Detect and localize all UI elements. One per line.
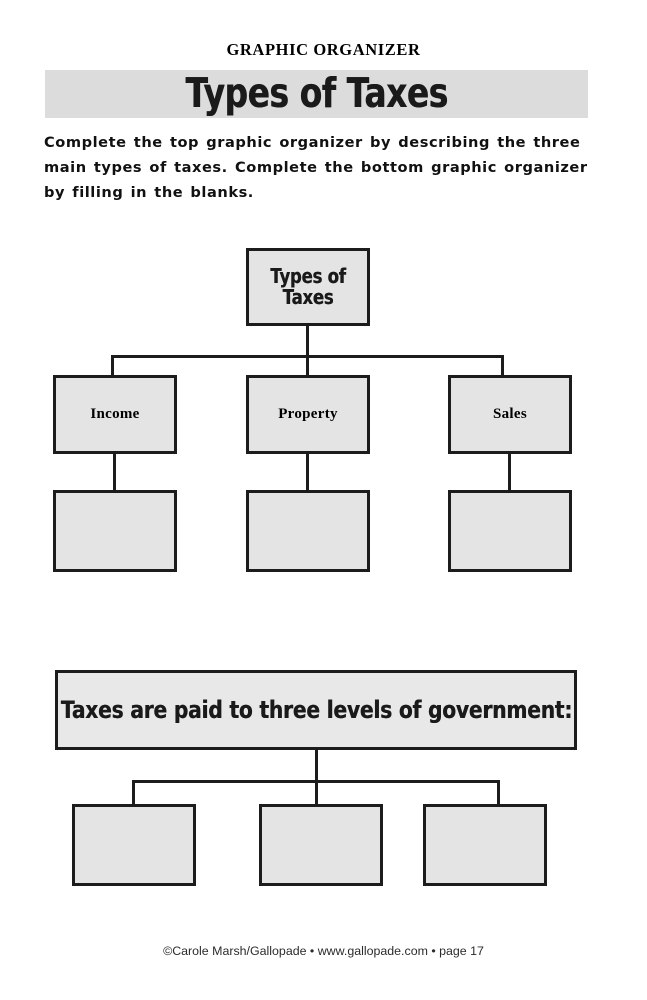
top-connector-answer-stem-1: [113, 454, 116, 490]
bottom-connector-drop-3: [497, 780, 500, 805]
top-organizer-branch-label-income: Income: [90, 406, 140, 422]
top-organizer-branch-label-sales: Sales: [492, 406, 527, 422]
top-connector-answer-stem-2: [306, 454, 309, 490]
top-connector-root-stem: [306, 326, 309, 357]
page-kicker: GRAPHIC ORGANIZER: [226, 40, 421, 59]
top-connector-drop-1: [111, 355, 114, 375]
top-organizer-branch-label-property: Property: [278, 406, 338, 422]
bottom-organizer-answer-box-3[interactable]: [423, 804, 547, 886]
title-banner: [45, 70, 588, 118]
top-organizer-answer-box-3[interactable]: [448, 490, 572, 572]
top-organizer-branch-box-income: Income: [53, 375, 177, 454]
top-organizer-root-label: Types of Taxes: [270, 263, 346, 309]
top-connector-drop-3: [501, 355, 504, 375]
top-organizer-branch-box-property: Property: [246, 375, 370, 454]
top-organizer-answer-box-1[interactable]: [53, 490, 177, 572]
bottom-organizer-answer-box-2[interactable]: [259, 804, 383, 886]
bottom-connector-drop-1: [132, 780, 135, 805]
top-connector-answer-stem-3: [508, 454, 511, 490]
top-organizer-branch-box-sales: Sales: [448, 375, 572, 454]
page-footer: ©Carole Marsh/Gallopade • www.gallopade.…: [163, 944, 484, 958]
bottom-connector-drop-2: [315, 780, 318, 805]
bottom-connector-root-stem: [315, 750, 318, 782]
bottom-organizer-header-box: Taxes are paid to three levels of govern…: [55, 670, 577, 750]
top-organizer-answer-box-2[interactable]: [246, 490, 370, 572]
top-connector-drop-2: [306, 355, 309, 375]
page-title: Types of Taxes: [185, 68, 448, 117]
instructions-text: Complete the top graphic organizer by de…: [44, 134, 588, 202]
top-organizer-root-box: Types of Taxes: [246, 248, 370, 326]
bottom-organizer-answer-box-1[interactable]: [72, 804, 196, 886]
bottom-organizer-header-label: Taxes are paid to three levels of govern…: [60, 696, 572, 724]
